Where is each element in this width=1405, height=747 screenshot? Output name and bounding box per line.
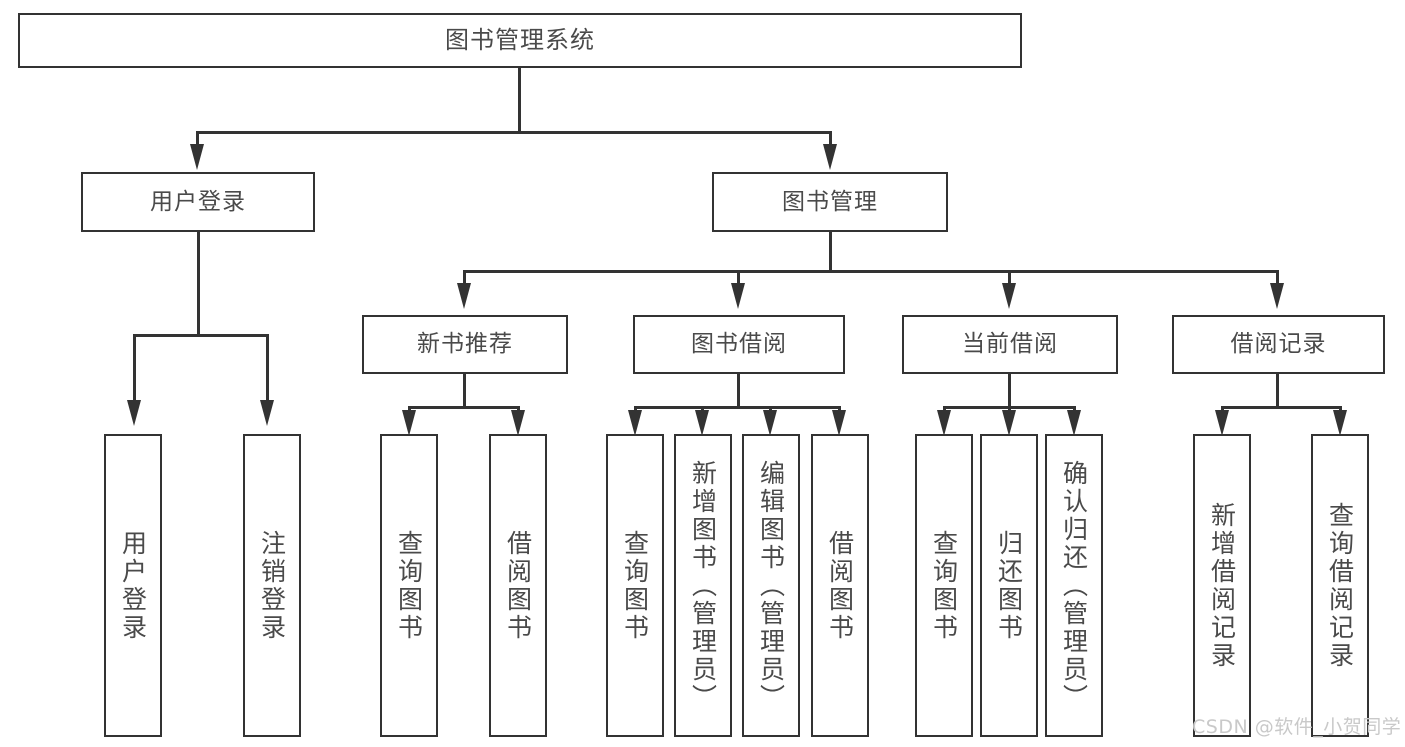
connector-book-manage-drop-1 (463, 270, 466, 284)
connector-bb-stem (737, 374, 740, 408)
node-leaf-add-book[interactable]: 新增图书（管理员） (674, 434, 732, 737)
node-leaf-borrow-book-2-label: 借阅图书 (825, 529, 855, 642)
node-leaf-confirm-return-label: 确认归还（管理员） (1059, 459, 1089, 712)
arrow-to-leaf-return-book (1002, 410, 1016, 436)
connector-root-drop-right (829, 131, 832, 145)
arrow-to-borrow-record (1270, 283, 1284, 309)
connector-book-manage-drop-3 (1008, 270, 1011, 284)
node-leaf-add-record-label: 新增借阅记录 (1207, 501, 1237, 670)
node-book-borrow[interactable]: 图书借阅 (633, 315, 845, 374)
connector-user-login-drop-2 (266, 334, 269, 402)
connector-cb-stem (1008, 374, 1011, 408)
arrow-to-leaf-query-book-2 (628, 410, 642, 436)
node-leaf-query-book-3-label: 查询图书 (929, 529, 959, 642)
node-new-book-recommend[interactable]: 新书推荐 (362, 315, 568, 374)
connector-user-login-bus (133, 334, 269, 337)
connector-nbr-bus (408, 406, 520, 409)
connector-root-stem (518, 68, 521, 133)
node-leaf-query-book-2-label: 查询图书 (620, 529, 650, 642)
arrow-to-book-borrow (731, 283, 745, 309)
connector-user-login-stem (197, 232, 200, 336)
arrow-to-current-borrow (1002, 283, 1016, 309)
node-book-manage[interactable]: 图书管理 (712, 172, 948, 232)
arrow-to-leaf-borrow-book-2 (832, 410, 846, 436)
node-leaf-query-book-1-label: 查询图书 (394, 529, 424, 642)
arrow-to-book-manage (823, 144, 837, 170)
node-leaf-confirm-return[interactable]: 确认归还（管理员） (1045, 434, 1103, 737)
node-leaf-user-login-label: 用户登录 (118, 529, 148, 642)
node-leaf-logout[interactable]: 注销登录 (243, 434, 301, 737)
arrow-to-leaf-query-book-3 (937, 410, 951, 436)
node-book-borrow-label: 图书借阅 (691, 331, 787, 358)
arrow-to-leaf-add-book (695, 410, 709, 436)
arrow-to-leaf-query-record (1333, 410, 1347, 436)
node-book-manage-label: 图书管理 (782, 188, 878, 215)
node-leaf-user-login[interactable]: 用户登录 (104, 434, 162, 737)
arrow-to-new-book-recommend (457, 283, 471, 309)
node-root-label: 图书管理系统 (445, 25, 595, 54)
arrow-to-leaf-user-login (127, 400, 141, 426)
connector-book-manage-drop-2 (737, 270, 740, 284)
connector-book-manage-drop-4 (1276, 270, 1279, 284)
node-leaf-add-record[interactable]: 新增借阅记录 (1193, 434, 1251, 737)
arrow-to-leaf-query-book-1 (402, 410, 416, 436)
arrow-to-user-login (190, 144, 204, 170)
connector-book-manage-bus (463, 270, 1279, 273)
node-current-borrow-label: 当前借阅 (962, 331, 1058, 358)
node-leaf-query-book-3[interactable]: 查询图书 (915, 434, 973, 737)
node-leaf-add-book-label: 新增图书（管理员） (688, 459, 718, 712)
node-leaf-query-record-label: 查询借阅记录 (1325, 501, 1355, 670)
node-leaf-edit-book-label: 编辑图书（管理员） (756, 459, 786, 712)
arrow-to-leaf-borrow-book-1 (511, 410, 525, 436)
connector-br-stem (1276, 374, 1279, 408)
node-leaf-edit-book[interactable]: 编辑图书（管理员） (742, 434, 800, 737)
node-leaf-borrow-book-2[interactable]: 借阅图书 (811, 434, 869, 737)
arrow-to-leaf-confirm-return (1067, 410, 1081, 436)
arrow-to-leaf-edit-book (763, 410, 777, 436)
node-root[interactable]: 图书管理系统 (18, 13, 1022, 68)
node-leaf-query-book-1[interactable]: 查询图书 (380, 434, 438, 737)
arrow-to-leaf-add-record (1215, 410, 1229, 436)
node-leaf-borrow-book-1[interactable]: 借阅图书 (489, 434, 547, 737)
connector-bb-bus (634, 406, 841, 409)
node-leaf-return-book-label: 归还图书 (994, 529, 1024, 642)
node-leaf-borrow-book-1-label: 借阅图书 (503, 529, 533, 642)
node-borrow-record[interactable]: 借阅记录 (1172, 315, 1385, 374)
connector-br-bus (1221, 406, 1342, 409)
node-leaf-query-book-2[interactable]: 查询图书 (606, 434, 664, 737)
connector-nbr-stem (463, 374, 466, 408)
node-borrow-record-label: 借阅记录 (1230, 331, 1327, 358)
node-leaf-logout-label: 注销登录 (257, 529, 287, 642)
connector-book-manage-stem (829, 232, 832, 272)
node-user-login[interactable]: 用户登录 (81, 172, 315, 232)
arrow-to-leaf-logout (260, 400, 274, 426)
connector-user-login-drop-1 (133, 334, 136, 402)
node-leaf-query-record[interactable]: 查询借阅记录 (1311, 434, 1369, 737)
connector-root-drop-left (196, 131, 199, 145)
node-new-book-recommend-label: 新书推荐 (417, 331, 513, 358)
node-user-login-label: 用户登录 (150, 188, 246, 215)
node-current-borrow[interactable]: 当前借阅 (902, 315, 1118, 374)
connector-root-bus (196, 131, 832, 134)
node-leaf-return-book[interactable]: 归还图书 (980, 434, 1038, 737)
